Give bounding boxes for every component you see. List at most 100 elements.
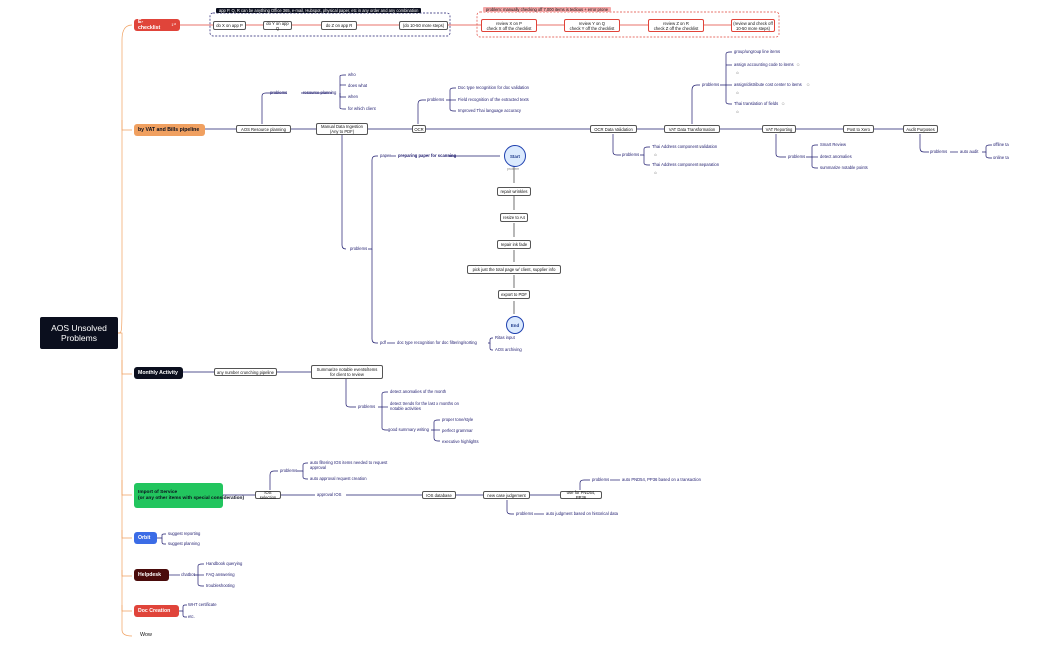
- sub-icon: ⊙: [736, 71, 739, 75]
- writing-item: proper tone/style: [442, 417, 474, 422]
- sub-icon: ⊙: [736, 91, 739, 95]
- node-vat-transform[interactable]: VAT Data Transformation: [664, 125, 720, 133]
- audit-item: online ta: [993, 155, 1009, 160]
- category-label: Doc Creation: [138, 608, 171, 614]
- problems-label: problems: [427, 97, 445, 102]
- ocr-problem: Doc type recognition for doc validation: [458, 85, 529, 90]
- audit-item: offline ta: [993, 142, 1009, 147]
- node-manual-ingestion[interactable]: Manual Data Ingestion (Any to PDF): [316, 123, 368, 135]
- note-apps: app P, Q, R can be anything Office 365, …: [216, 8, 422, 13]
- problems-label: problems: [702, 82, 720, 87]
- node-aos-resource[interactable]: AOS Resource planning: [236, 125, 291, 133]
- problems-label: problems: [280, 468, 298, 473]
- step-box[interactable]: do Y on app Q: [263, 21, 292, 31]
- label-approval: approval IOS: [317, 492, 342, 497]
- label-preparing: preparing paper for scanning: [398, 153, 457, 158]
- problems-label: problems: [622, 152, 640, 157]
- label-auto-audit: auto audit: [960, 149, 979, 154]
- pdf-item: AOS archiving: [495, 347, 522, 352]
- step-box[interactable]: do Z on app R: [321, 21, 357, 30]
- problems-label: problems: [592, 477, 610, 482]
- monthly-problem: detect anomalies of the month: [390, 389, 447, 394]
- node-use-for[interactable]: use for PND54, PP36: [560, 490, 602, 500]
- rp-item: does what: [348, 83, 368, 88]
- orbit-item: suggest planning: [168, 541, 200, 546]
- case-problem: auto judgment based on historical data: [546, 511, 618, 516]
- category-vat[interactable]: by VAT and Bills pipeline: [134, 124, 205, 136]
- node-vat-reporting[interactable]: VAT Reporting: [762, 125, 796, 133]
- emoji-icon: ☺: [806, 82, 811, 87]
- problems-label: problems: [930, 149, 948, 154]
- vat-reporting-problem: detect anomalies: [820, 154, 852, 159]
- flow-step[interactable]: repair wrinkles: [497, 187, 531, 196]
- emoji-icon: ☺: [796, 62, 801, 67]
- category-ios[interactable]: Import of Service (or any other items wi…: [134, 483, 244, 508]
- pdf-item: Ritas input: [495, 335, 515, 340]
- review-box[interactable]: review X on P check X off the checklist: [481, 19, 537, 32]
- vat-transform-problem: assign accounting code to items: [734, 62, 794, 67]
- sub-icon: ⊙: [736, 110, 739, 114]
- flow-step[interactable]: repair ink fade: [497, 240, 531, 249]
- category-echecklist[interactable]: E-checklist 1¹³: [134, 19, 180, 31]
- category-label: by VAT and Bills pipeline: [138, 127, 200, 133]
- emoji-icon: ☺: [781, 101, 786, 106]
- helpdesk-item: Handbook querying: [206, 561, 243, 566]
- rp-item: who: [348, 72, 356, 77]
- ios-sel-problem: auto filtering IOS items needed to reque…: [310, 460, 388, 470]
- vat-reporting-problem: Smart Review: [820, 142, 847, 147]
- note-problem: problem: manually checking off 7,000 ite…: [483, 7, 612, 12]
- flow-step[interactable]: resize to A4: [500, 213, 528, 222]
- node-summarize[interactable]: Summarize notable events/items for clien…: [311, 365, 383, 379]
- mark-badge: 1¹³: [171, 23, 176, 27]
- sub-icon: ⊙: [654, 171, 657, 175]
- root-node[interactable]: AOS Unsolved Problems: [40, 317, 118, 349]
- flow-start[interactable]: Start: [504, 145, 526, 167]
- emoji-icon: ☺: [698, 162, 703, 167]
- review-box[interactable]: (review and check off 10-50 more steps): [731, 19, 775, 32]
- category-label: Helpdesk: [138, 572, 162, 578]
- label-chatbot: chatbot: [181, 572, 195, 577]
- monthly-problem: good summary writing: [388, 427, 429, 432]
- category-helpdesk[interactable]: Helpdesk: [134, 569, 169, 581]
- review-box[interactable]: review Y on Q check Y off the checklist: [564, 19, 620, 32]
- node-number-pipeline[interactable]: any number crunching pipeline: [214, 368, 277, 376]
- step-box[interactable]: (do 10-50 more steps): [399, 21, 448, 30]
- node-audit[interactable]: Audit Purposes: [903, 125, 938, 133]
- sub-icon: ⊙: [654, 153, 657, 157]
- vat-transform-problem: assign/distribute cost center to items: [734, 82, 802, 87]
- flow-step[interactable]: export to PDF: [498, 290, 530, 299]
- helpdesk-item: FAQ answering: [206, 572, 235, 577]
- category-doc[interactable]: Doc Creation: [134, 605, 179, 617]
- node-new-case[interactable]: new case judgement: [483, 491, 530, 499]
- label-doc-type: doc type recognition for doc filtering/s…: [397, 340, 477, 345]
- helpdesk-item: troubleshooting: [206, 583, 235, 588]
- flow-step[interactable]: pick just the total page w/ client, supp…: [467, 265, 561, 274]
- review-box[interactable]: review Z on R check Z off the checklist: [648, 19, 704, 32]
- problems-label: problems: [516, 511, 534, 516]
- node-ios-selection[interactable]: IOS selection: [255, 490, 281, 500]
- node-post-xero[interactable]: Post to Xero: [843, 125, 874, 133]
- category-monthly[interactable]: Monthly Activity: [134, 367, 183, 379]
- doc-item: WHT certificate: [188, 602, 217, 607]
- rp-item: when: [348, 94, 359, 99]
- step-box[interactable]: do X on app P: [213, 21, 246, 30]
- problems-label: problems: [270, 90, 288, 95]
- flow-end[interactable]: End: [506, 316, 524, 334]
- ocr-val-problem: Thai Address component separation: [652, 162, 720, 167]
- label-pdf: pdf: [380, 340, 386, 345]
- orbit-item: suggest reporting: [168, 531, 201, 536]
- node-ocr[interactable]: OCR: [412, 125, 426, 133]
- writing-item: executive highlights: [442, 439, 479, 444]
- monthly-problem: detect trends for the last x months on n…: [390, 401, 459, 411]
- node-ocr-validation[interactable]: OCR Data Validation: [590, 125, 637, 133]
- label-resource-planning: resource planning: [303, 90, 337, 95]
- problems-label: problems: [788, 154, 806, 159]
- rp-item: for which client: [348, 106, 376, 111]
- category-label: E-checklist: [138, 19, 161, 31]
- node-ios-database[interactable]: IOS database: [422, 491, 456, 499]
- ios-sel-problem: auto approval request creation: [310, 476, 367, 481]
- category-orbit[interactable]: Orbit: [134, 532, 157, 544]
- category-wow[interactable]: Wow: [140, 632, 152, 638]
